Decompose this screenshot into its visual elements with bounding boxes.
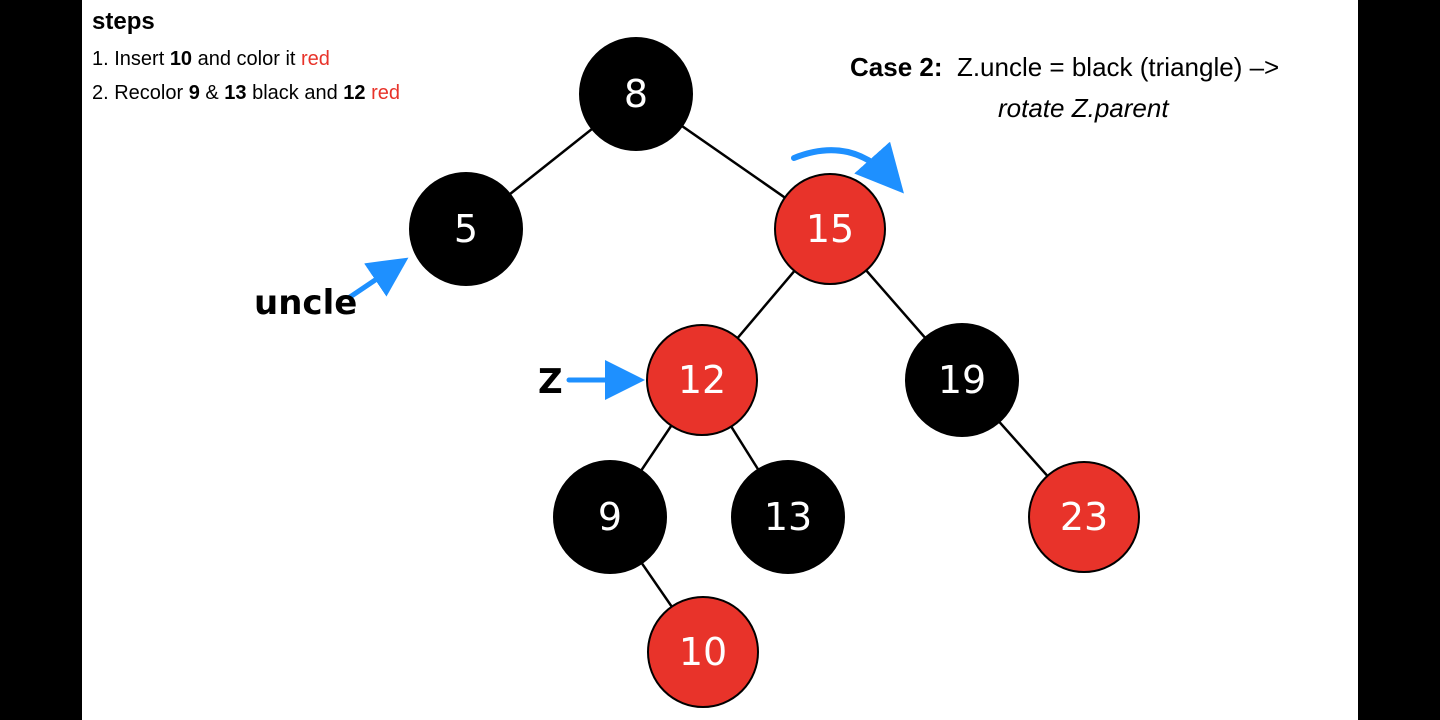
tree-node-5: 5	[409, 172, 523, 286]
nodes-layer: 8 5 15 12 19 9	[409, 37, 1140, 708]
node-circle-9	[553, 460, 667, 574]
node-label-5: 5	[454, 207, 478, 251]
case-action: rotate Z.parent	[998, 93, 1169, 123]
step-1-prefix: 1. Insert	[92, 48, 170, 70]
uncle-arrow-icon	[347, 257, 409, 300]
tree-node-8: 8	[579, 37, 693, 151]
uncle-label: uncle	[254, 283, 357, 323]
step-2-mid-1: &	[199, 82, 225, 104]
step-2-bold-3: 12	[343, 82, 366, 104]
node-label-13: 13	[764, 495, 812, 539]
node-circle-10	[647, 596, 759, 708]
node-label-19: 19	[938, 358, 986, 402]
steps-title: steps	[92, 8, 155, 35]
node-label-8: 8	[624, 72, 648, 116]
slide: 8 5 15 12 19 9	[82, 0, 1358, 720]
node-circle-23	[1028, 461, 1140, 573]
step-2-bold-1: 9	[188, 82, 200, 104]
node-circle-12	[646, 324, 758, 436]
tree-node-12: 12	[646, 324, 758, 436]
tree-node-13: 13	[731, 460, 845, 574]
tree-node-23: 23	[1028, 461, 1140, 573]
steps-panel: steps 1. Insert 10 and color it red 2. R…	[92, 8, 400, 110]
node-label-10: 10	[679, 630, 727, 674]
node-circle-8	[579, 37, 693, 151]
case-description: Case 2: Z.uncle = black (triangle) –> ro…	[850, 52, 1279, 124]
step-2-red: red	[371, 82, 400, 104]
tree-node-19: 19	[905, 323, 1019, 437]
node-label-23: 23	[1060, 495, 1108, 539]
tree-diagram: 8 5 15 12 19 9	[254, 37, 1140, 708]
node-circle-15	[774, 173, 886, 285]
step-1-middle: and color it	[192, 48, 302, 70]
node-label-9: 9	[598, 495, 622, 539]
step-1: 1. Insert 10 and color it red	[92, 42, 400, 76]
case-condition: Z.uncle = black (triangle) –>	[942, 52, 1280, 82]
node-circle-13	[731, 460, 845, 574]
node-label-15: 15	[806, 207, 854, 251]
case-label: Case 2:	[850, 52, 943, 82]
step-2-prefix: 2. Recolor	[92, 82, 189, 104]
tree-node-10: 10	[647, 596, 759, 708]
rotation-arrow-icon	[791, 141, 904, 194]
tree-node-15: 15	[774, 173, 886, 285]
tree-node-9: 9	[553, 460, 667, 574]
annotations-layer: uncle Z	[254, 141, 904, 402]
step-2-mid-2: black and	[246, 82, 344, 104]
step-1-red: red	[301, 48, 330, 70]
z-label: Z	[538, 362, 563, 402]
step-1-bold: 10	[169, 48, 193, 70]
node-circle-5	[409, 172, 523, 286]
node-label-12: 12	[678, 358, 726, 402]
node-circle-19	[905, 323, 1019, 437]
step-2-bold-2: 13	[224, 82, 247, 104]
step-2: 2. Recolor 9 & 13 black and 12 red	[92, 76, 400, 110]
case-line-1: Case 2: Z.uncle = black (triangle) –>	[850, 52, 1279, 83]
